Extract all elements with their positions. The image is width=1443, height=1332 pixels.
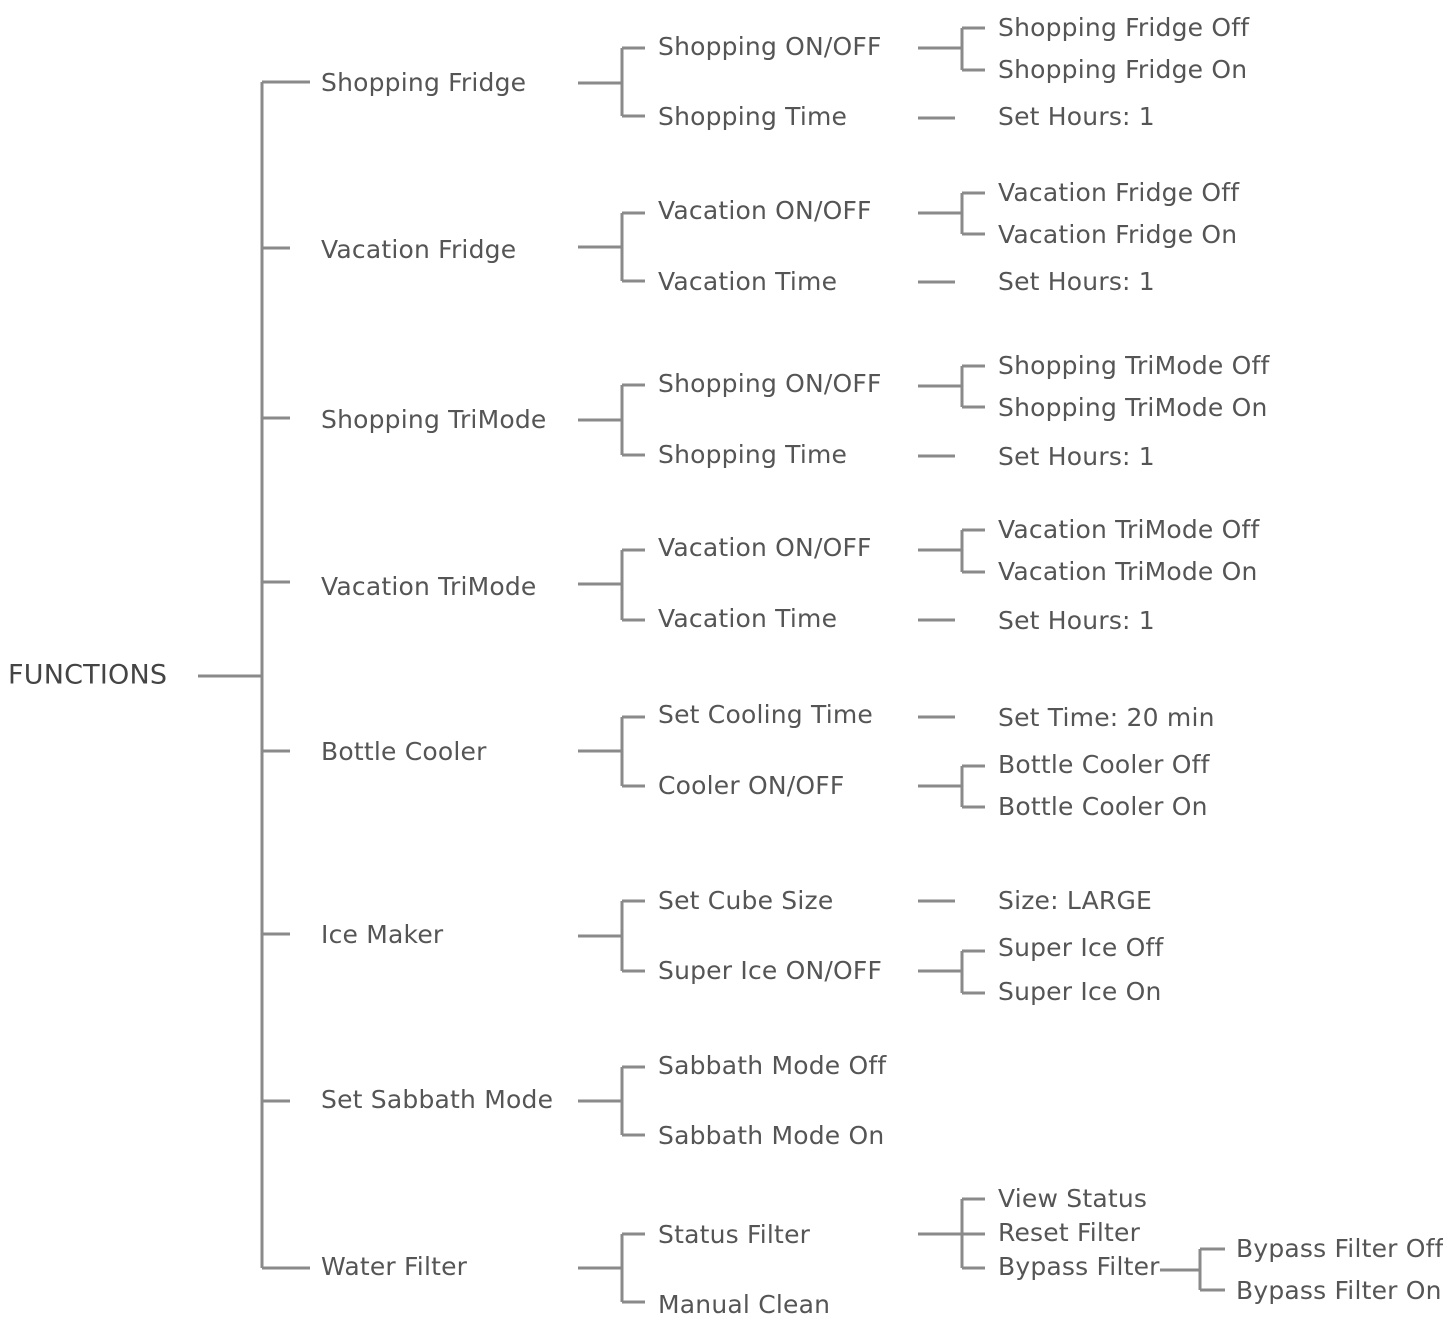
option-label: Vacation Time <box>658 267 837 296</box>
value-label: Bottle Cooler Off <box>998 750 1211 779</box>
value-label: Super Ice Off <box>998 933 1165 962</box>
function-label: Vacation TriMode <box>321 572 537 601</box>
function-label: Bottle Cooler <box>321 737 487 766</box>
function-water-filter: Water Filter Status Filter Manual Clean … <box>262 1184 1443 1319</box>
option-label: Status Filter <box>658 1220 811 1249</box>
function-ice-maker: Ice Maker Set Cube Size Super Ice ON/OFF… <box>262 886 1165 1006</box>
value-label: Bypass Filter Off <box>1236 1234 1443 1263</box>
value-label: Shopping TriMode On <box>998 393 1268 422</box>
value-label: Bottle Cooler On <box>998 792 1208 821</box>
value-label: Set Hours: 1 <box>998 606 1155 635</box>
function-label: Vacation Fridge <box>321 235 516 264</box>
value-label: Vacation TriMode On <box>998 557 1258 586</box>
function-vacation-trimode: Vacation TriMode Vacation ON/OFF Vacatio… <box>262 515 1261 635</box>
value-label: Vacation Fridge Off <box>998 178 1240 207</box>
function-label: Shopping Fridge <box>321 68 526 97</box>
value-label: View Status <box>998 1184 1147 1213</box>
value-label: Set Hours: 1 <box>998 442 1155 471</box>
value-label: Size: LARGE <box>998 886 1152 915</box>
value-label: Bypass Filter On <box>1236 1276 1442 1305</box>
function-label: Water Filter <box>321 1252 468 1281</box>
value-label: Bypass Filter <box>998 1252 1160 1281</box>
value-label: Vacation TriMode Off <box>998 515 1261 544</box>
function-label: Set Sabbath Mode <box>321 1085 553 1114</box>
option-label: Sabbath Mode Off <box>658 1051 887 1080</box>
root-label: FUNCTIONS <box>8 660 167 691</box>
value-label: Set Time: 20 min <box>998 703 1215 732</box>
value-label: Vacation Fridge On <box>998 220 1237 249</box>
option-label: Vacation ON/OFF <box>658 533 872 562</box>
option-label: Manual Clean <box>658 1290 830 1319</box>
option-label: Shopping ON/OFF <box>658 32 882 61</box>
value-label: Shopping Fridge Off <box>998 13 1250 42</box>
value-label: Set Hours: 1 <box>998 102 1155 131</box>
function-label: Shopping TriMode <box>321 405 547 434</box>
value-label: Super Ice On <box>998 977 1162 1006</box>
option-label: Shopping ON/OFF <box>658 369 882 398</box>
value-label: Shopping Fridge On <box>998 55 1247 84</box>
option-label: Set Cube Size <box>658 886 833 915</box>
option-label: Shopping Time <box>658 102 847 131</box>
function-shopping-trimode: Shopping TriMode Shopping ON/OFF Shoppin… <box>262 351 1271 471</box>
option-label: Super Ice ON/OFF <box>658 956 882 985</box>
option-label: Set Cooling Time <box>658 700 873 729</box>
function-shopping-fridge: Shopping Fridge Shopping ON/OFF Shopping… <box>262 13 1250 131</box>
option-label: Vacation Time <box>658 604 837 633</box>
value-label: Set Hours: 1 <box>998 267 1155 296</box>
function-vacation-fridge: Vacation Fridge Vacation ON/OFF Vacation… <box>262 178 1240 296</box>
option-label: Cooler ON/OFF <box>658 771 844 800</box>
function-bottle-cooler: Bottle Cooler Set Cooling Time Cooler ON… <box>262 700 1215 821</box>
value-label: Reset Filter <box>998 1218 1141 1247</box>
function-label: Ice Maker <box>321 920 444 949</box>
function-sabbath-mode: Set Sabbath Mode Sabbath Mode Off Sabbat… <box>262 1051 887 1150</box>
option-label: Vacation ON/OFF <box>658 196 872 225</box>
option-label: Sabbath Mode On <box>658 1121 884 1150</box>
option-label: Shopping Time <box>658 440 847 469</box>
value-label: Shopping TriMode Off <box>998 351 1271 380</box>
